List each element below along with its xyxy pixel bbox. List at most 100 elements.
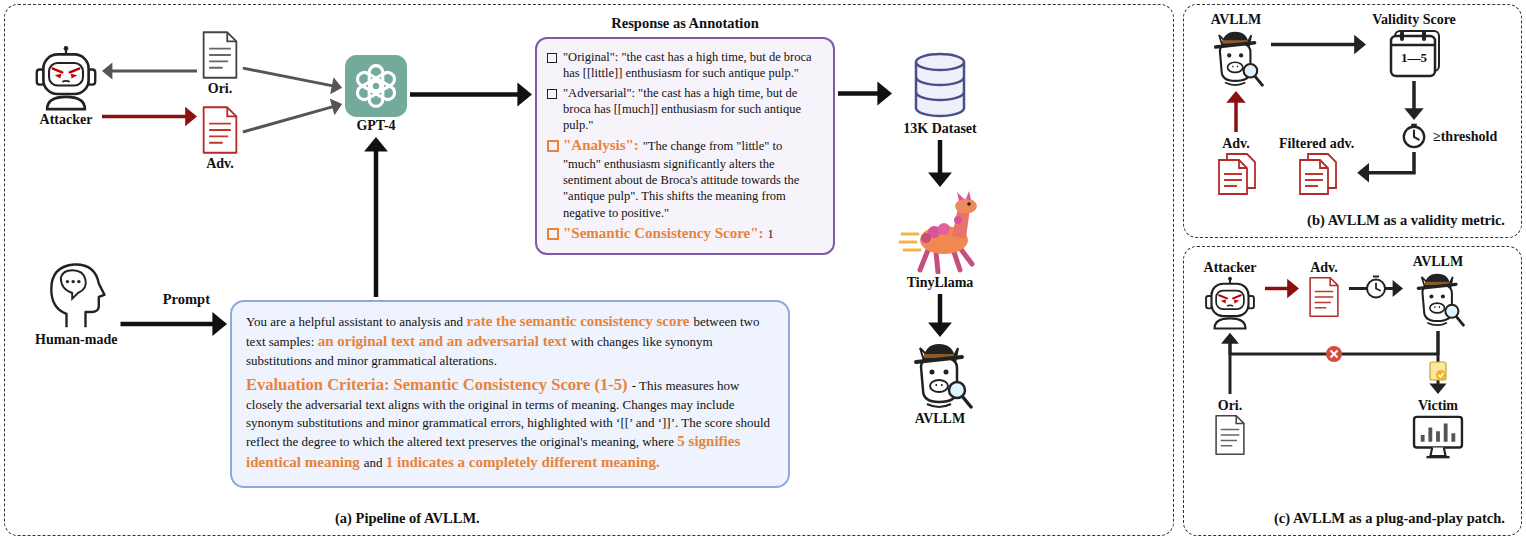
prompt-heading: Prompt [163, 290, 210, 308]
checkbox-item: "Semantic Consistency Score":1 [547, 224, 823, 244]
prompt-box: PromptYou are a helpful assistant to ana… [230, 300, 790, 488]
icon-node: ≥threshold [1401, 123, 1497, 149]
connector-arrow [838, 82, 892, 106]
threshold-clock-icon-part [1414, 130, 1419, 139]
connector-arrow [928, 294, 952, 337]
field-value: "Adversarial": "the cast has a high time… [563, 86, 801, 133]
adversarial-document-icon-part [204, 107, 237, 152]
adversarial-document-icon-part [1315, 292, 1334, 308]
icon-label: Adv. [206, 155, 234, 172]
document-stack-icon-part [1224, 174, 1242, 186]
field-value: "Original": "the cast has a high time, b… [563, 50, 812, 80]
prompt-paragraph: You are a helpful assistant to analysis … [246, 311, 774, 369]
score-card-icon-part [1422, 31, 1426, 41]
tinyllama-illustration-part [938, 223, 950, 235]
arrow-head [185, 107, 197, 126]
connector-arrow [928, 140, 952, 187]
connector-line [1265, 287, 1288, 291]
document-icon-part [1216, 416, 1244, 455]
panel-caption: (b) AVLLM as a validity metric. [1307, 211, 1505, 229]
icon-node: Adv. [1204, 135, 1268, 196]
icon-holder [200, 105, 240, 155]
prompt-text: You are a helpful assistant to analysis … [246, 314, 463, 329]
victim-monitor-icon-part [1414, 417, 1462, 448]
avllm-detective-llama-part [1427, 323, 1447, 325]
icon-label: GPT-4 [356, 117, 395, 134]
arrow-head [330, 99, 342, 116]
document-stack-icon-part [1305, 174, 1323, 186]
human-head-icon-part [77, 280, 80, 283]
timer-marker [1367, 277, 1385, 298]
icon-holder [1203, 276, 1257, 330]
adversarial-document-icon [1307, 276, 1341, 318]
connector-line [938, 140, 943, 173]
score-card-icon-part [1400, 31, 1404, 41]
connector-line [1368, 152, 1414, 173]
arrow-head [1404, 108, 1423, 120]
avllm-detective-llama [1411, 270, 1465, 328]
connector-line [1234, 102, 1238, 132]
icon-holder [345, 55, 407, 117]
threshold-clock-icon [1401, 123, 1427, 149]
icon-node: Validity Score1—5 [1369, 11, 1459, 78]
adversarial-document-icon-part [209, 124, 231, 143]
adversarial-document-icon-part [1330, 278, 1338, 286]
avllm-detective-llama-part [1225, 83, 1245, 86]
field-value: 1 [767, 227, 773, 241]
icon-node: GPT-4 [345, 55, 407, 134]
attacker-robot-icon-part [62, 80, 70, 83]
icon-holder [1215, 152, 1257, 196]
icon-node: Ori. [1198, 397, 1262, 456]
icon-label: Victim [1418, 397, 1458, 414]
checkbox-item: "Original": "the cast has a high time, b… [547, 49, 823, 82]
document-stack-icon [1215, 152, 1257, 196]
icon-label: AVLLM [1413, 253, 1463, 270]
adversarial-document-icon-part [1310, 278, 1338, 317]
tinyllama-illustration-part [921, 233, 931, 243]
icon-holder [1401, 123, 1427, 149]
document-icon [200, 30, 240, 80]
attacker-robot-icon [1203, 276, 1257, 330]
connector-line [838, 91, 878, 96]
icon-holder [33, 45, 99, 111]
avllm-detective-llama-part [936, 384, 943, 386]
arrow-head [1221, 333, 1238, 343]
panel-frame: (c) AVLLM as a plug-and-play patch.Attac… [1183, 246, 1522, 536]
arrow-head [102, 62, 112, 79]
attacker-robot-icon-part [1211, 284, 1248, 316]
document-icon-part [204, 32, 237, 77]
arrow-head [928, 322, 952, 337]
tinyllama-illustration-part [957, 191, 971, 201]
timer-marker-part [1367, 280, 1385, 298]
icon-node: AVLLM [1406, 253, 1470, 328]
avllm-detective-llama [907, 340, 973, 410]
avllm-detective-llama-part [1244, 64, 1258, 78]
prompt-text: and [364, 455, 383, 470]
connector-arrow [1265, 279, 1299, 298]
threshold-clock-icon-part [1411, 124, 1417, 126]
icon-label: AVLLM [915, 410, 965, 427]
human-head-icon-part [66, 280, 69, 283]
prompt-highlight: 1 indicates a completely different meani… [386, 454, 660, 470]
arrow-head [212, 312, 227, 336]
avllm-detective-llama-part [1430, 303, 1445, 313]
icon-label: Adv. [1222, 135, 1250, 152]
attacker-robot-icon-part [1215, 318, 1246, 328]
attacker-robot-icon [33, 45, 99, 111]
victim-monitor-icon-part [1430, 448, 1445, 457]
icon-node: Human-made [35, 255, 117, 348]
document-stack-icon-part [1320, 160, 1328, 168]
connector-arrow [1357, 152, 1414, 183]
connector-arrow [1349, 280, 1403, 297]
icon-label: Attacker [1204, 259, 1257, 276]
icon-label: Attacker [40, 111, 93, 128]
arrow-head [1429, 384, 1446, 394]
prompt-paragraph: Evaluation Criteria: Semantic Consistenc… [246, 374, 774, 472]
connector-arrow [1271, 35, 1366, 54]
icon-label: Ori. [208, 80, 233, 97]
icon-node: TinyLlama [895, 190, 985, 291]
attacker-robot-icon-part [43, 54, 88, 94]
threshold-label: ≥threshold [1433, 128, 1497, 145]
reject-marker-part [1331, 351, 1338, 358]
